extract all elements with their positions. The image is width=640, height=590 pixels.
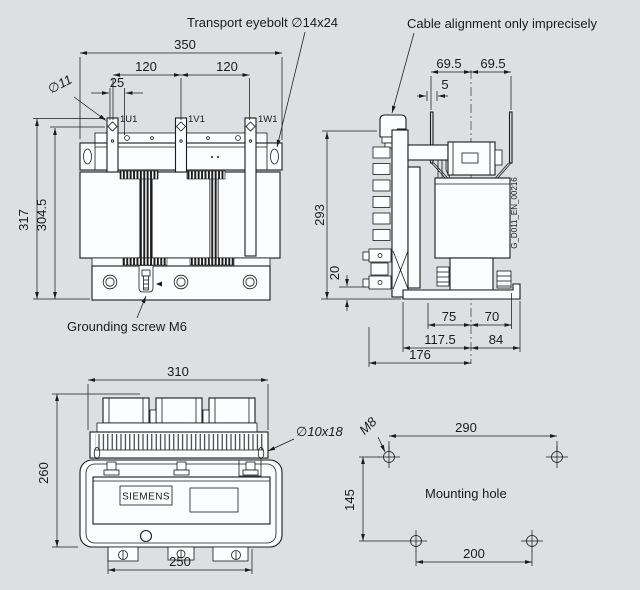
cable-annotation: Cable alignment only imprecisely	[407, 16, 598, 31]
right-eyebolt-hole	[270, 148, 279, 165]
mounting-view: 290 145 200 M8 Mounting hole	[342, 414, 568, 566]
front-dimensions: 350 120 120 25 ∅11 317 304.5	[16, 37, 283, 300]
eyebolt-annotation: Transport eyebolt ∅14x24	[187, 15, 338, 30]
siemens-logo-box	[119, 485, 173, 506]
slot-hole-left	[93, 447, 101, 459]
dim-cable-right: 69.5	[480, 56, 505, 71]
foot-bolt-right	[496, 270, 512, 289]
dim-mount-pitch-bottom: 200	[463, 546, 485, 561]
terminal-label-1u1: 1U1	[120, 114, 137, 125]
dim-front-pitch-left: 120	[135, 59, 157, 74]
dim-cable-left: 69.5	[436, 56, 461, 71]
dim-base-height: 20	[327, 266, 342, 280]
slot-dia-annotation: ∅10x18	[296, 424, 344, 439]
top-bolts	[103, 459, 262, 477]
front-base	[91, 265, 271, 301]
terminal-label-1v1: 1V1	[188, 114, 205, 125]
cable-bracket	[379, 114, 407, 138]
coil-middle	[151, 171, 211, 259]
slot-hole-right	[257, 447, 265, 459]
dim-base-front: 117.5	[424, 332, 456, 347]
dim-base-rear: 84	[489, 332, 503, 347]
dim-top-depth: 260	[36, 462, 51, 484]
grounding-annotation: Grounding screw M6	[67, 319, 187, 334]
side-view: G_D011_EN_00216 69.5 69.5 5 293 20 75	[312, 16, 598, 367]
side-dimensions: 69.5 69.5 5 293 20 75 70 117.5 84	[312, 56, 521, 367]
dim-front-pitch-right: 120	[216, 59, 238, 74]
dim-front-edge-offset: 25	[110, 75, 124, 90]
dim-top-hole-pitch: 250	[169, 554, 191, 569]
dim-depth-total: 176	[409, 347, 431, 362]
mounting-hole-bottom-right	[521, 530, 543, 552]
doc-id: G_D011_EN_00216	[510, 177, 519, 249]
grounding-screw	[141, 269, 162, 291]
left-eyebolt-hole	[83, 148, 92, 165]
terminal-box	[447, 141, 496, 176]
lower-terminal-stack	[362, 248, 392, 290]
dim-front-height-to-hole: 304.5	[34, 199, 49, 232]
coil-left	[79, 171, 141, 259]
top-view: SIEMENS 310 260 250 ∅10x18	[36, 364, 344, 574]
dim-offset-5: 5	[441, 77, 448, 92]
mounting-hole-label: Mounting hole	[425, 486, 507, 501]
ground-bolt	[139, 529, 153, 543]
foot-bolt-left	[436, 266, 450, 287]
dim-mount-pitch-vert: 145	[342, 489, 357, 511]
dim-front-height-overall: 317	[16, 209, 31, 231]
front-view: 350 120 120 25 ∅11 317 304.5 1U1 1V1 1W1…	[16, 15, 338, 334]
siemens-logo: SIEMENS	[122, 492, 170, 503]
terminal-arm	[407, 144, 449, 161]
side-body	[434, 177, 511, 259]
dim-top-total-width: 310	[167, 364, 189, 379]
terminal-busbars	[106, 117, 257, 257]
mounting-foot	[402, 283, 521, 300]
dim-front-total-width: 350	[174, 37, 196, 52]
terminal-label-1w1: 1W1	[258, 114, 278, 125]
base-holes	[102, 274, 258, 290]
dim-foot-front: 75	[442, 309, 456, 324]
mounting-hole-bottom-left	[405, 530, 427, 552]
front-plate	[92, 476, 271, 525]
dim-foot-rear: 70	[485, 309, 499, 324]
bottom-tabs	[107, 546, 249, 562]
mounting-dimensions: 290 145 200	[342, 420, 558, 566]
rating-plate	[189, 487, 239, 513]
dim-mount-pitch-top: 290	[455, 420, 477, 435]
dim-side-height: 293	[312, 204, 327, 226]
fin-stack	[372, 146, 391, 241]
top-dimensions: 310 260 250	[36, 364, 269, 574]
